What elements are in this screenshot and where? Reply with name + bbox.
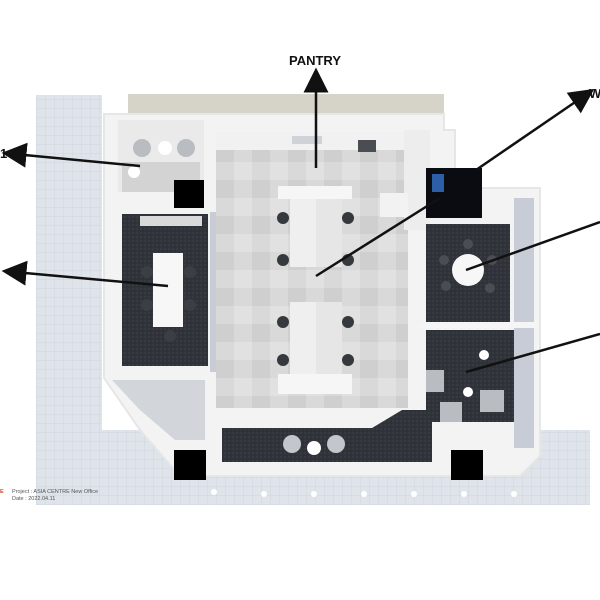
chair bbox=[277, 316, 289, 328]
lounge-table bbox=[158, 141, 172, 155]
chair bbox=[141, 266, 153, 278]
label-right-top: W bbox=[589, 86, 600, 101]
desk bbox=[290, 302, 316, 374]
pantry-appliance bbox=[292, 136, 322, 144]
column bbox=[174, 450, 206, 480]
desk bbox=[316, 302, 342, 374]
meeting-table-left bbox=[153, 253, 183, 327]
arrow-meeting-right bbox=[465, 220, 600, 272]
lounge-table bbox=[463, 387, 473, 397]
light bbox=[211, 489, 217, 495]
label-left-top: 1 bbox=[0, 146, 8, 161]
glass-partition bbox=[210, 212, 216, 372]
chair bbox=[277, 354, 289, 366]
desk bbox=[290, 199, 316, 267]
arrow-left-mid bbox=[1, 260, 169, 288]
lamp bbox=[479, 350, 489, 360]
chair bbox=[485, 283, 495, 293]
chair bbox=[277, 254, 289, 266]
lounge-chair bbox=[177, 139, 195, 157]
chair bbox=[439, 255, 449, 265]
arrow-workspace bbox=[315, 196, 441, 278]
arrow-left-top bbox=[1, 142, 141, 168]
chair bbox=[342, 212, 354, 224]
server-rack bbox=[432, 174, 444, 192]
project-date: Date : 2022.04.11 bbox=[12, 496, 56, 502]
lounge-chair bbox=[327, 435, 345, 453]
chair bbox=[463, 239, 473, 249]
desk-footer bbox=[278, 374, 352, 394]
arrow-right-top bbox=[475, 88, 595, 172]
lounge-table bbox=[307, 441, 321, 455]
armchair bbox=[426, 370, 444, 392]
light bbox=[261, 491, 267, 497]
light bbox=[511, 491, 517, 497]
partition-divider bbox=[420, 322, 538, 328]
light bbox=[461, 491, 467, 497]
pantry-appliance bbox=[358, 140, 376, 152]
chair bbox=[184, 299, 196, 311]
lounge-lamp bbox=[128, 166, 140, 178]
project-info: E Project : ASIA CENTRE New Office Date … bbox=[0, 489, 99, 503]
chair bbox=[184, 266, 196, 278]
light bbox=[311, 491, 317, 497]
side-table bbox=[380, 193, 408, 217]
chair bbox=[141, 299, 153, 311]
desk bbox=[316, 199, 342, 267]
chair bbox=[441, 281, 451, 291]
desk-header bbox=[278, 186, 352, 199]
light bbox=[361, 491, 367, 497]
balcony-strip bbox=[128, 94, 444, 114]
armchair bbox=[440, 402, 462, 422]
armchair bbox=[480, 390, 504, 412]
corridor-angled bbox=[112, 380, 205, 440]
column bbox=[451, 450, 483, 480]
lounge-chair bbox=[283, 435, 301, 453]
project-name: Project : ASIA CENTRE New Office bbox=[12, 489, 99, 495]
meeting-room-cabinet bbox=[140, 216, 202, 226]
label-pantry: PANTRY bbox=[289, 53, 341, 68]
chair bbox=[342, 354, 354, 366]
bottom-lounge bbox=[222, 410, 432, 462]
brand-fragment: E bbox=[0, 489, 4, 495]
column bbox=[174, 180, 204, 208]
facade-grid-left bbox=[36, 95, 102, 505]
arrow-lounge-right bbox=[465, 332, 600, 374]
lounge-chair bbox=[133, 139, 151, 157]
chair bbox=[342, 316, 354, 328]
light bbox=[411, 491, 417, 497]
chair bbox=[164, 330, 176, 342]
chair bbox=[277, 212, 289, 224]
